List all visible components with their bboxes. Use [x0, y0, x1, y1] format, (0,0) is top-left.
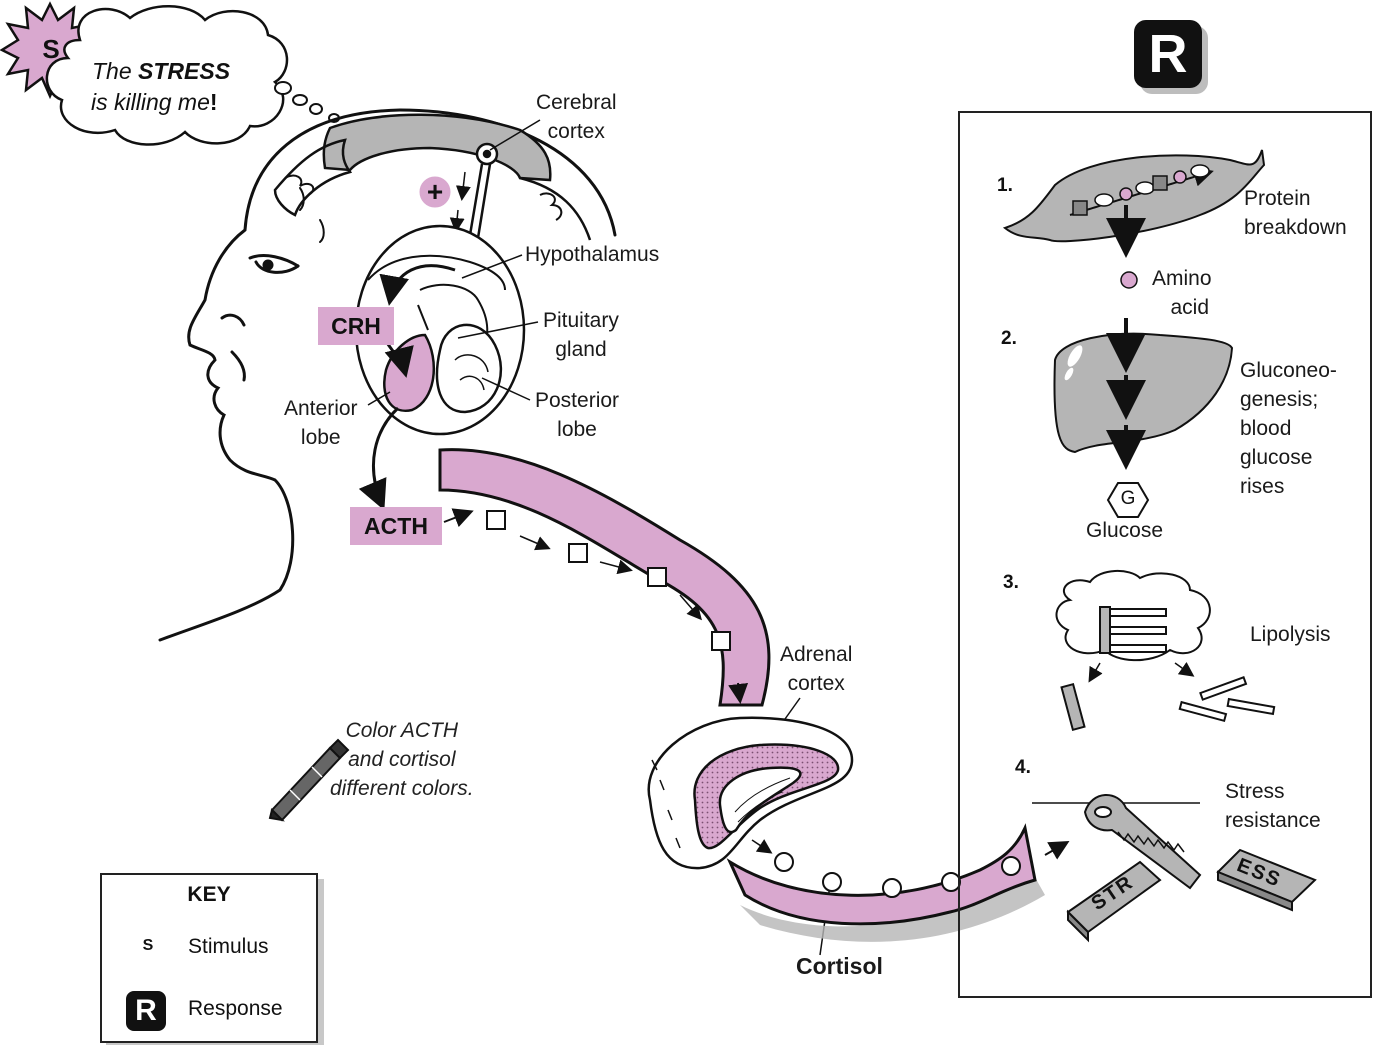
acth-flow-arrow: [600, 562, 630, 570]
acth-square-marker: [648, 568, 666, 586]
acth-square-marker: [712, 632, 730, 650]
step-1-number: 1.: [997, 175, 1013, 197]
cortisol-circle-marker: [883, 879, 901, 897]
thought-line2-pre: is killing me: [91, 89, 210, 115]
response-panel: [958, 111, 1372, 998]
key-stimulus-symbol: S: [138, 937, 158, 955]
stimulus-badge: S: [36, 34, 66, 65]
step-3-label: Lipolysis: [1250, 620, 1331, 649]
cortisol-circle-marker: [823, 873, 841, 891]
key-title: KEY: [102, 883, 316, 907]
step-2-number: 2.: [1001, 328, 1017, 350]
thought-line1-bold: STRESS: [138, 58, 230, 84]
thought-line2-bold: !: [210, 89, 218, 115]
key-response-symbol: R: [126, 991, 166, 1031]
label-crh: CRH: [318, 307, 394, 345]
thought-text: The STRESS is killing me!: [92, 56, 230, 118]
acth-square-marker: [569, 544, 587, 562]
cortisol-circle-marker: [775, 853, 793, 871]
acth-flow-arrow: [680, 595, 700, 618]
glucose-symbol: G: [1116, 488, 1140, 510]
acth-flow-arrow: [520, 536, 548, 548]
glucose-label: Glucose: [1086, 516, 1163, 545]
thought-line1-pre: The: [92, 58, 138, 84]
step-4-number: 4.: [1015, 757, 1031, 779]
key-response-label: Response: [188, 997, 283, 1021]
key-stimulus-label: Stimulus: [188, 935, 269, 959]
label-hypothalamus: Hypothalamus: [525, 240, 659, 269]
acth-square-marker: [487, 511, 505, 529]
step-3-number: 3.: [1003, 572, 1019, 594]
cortisol-flow-arrow: [752, 840, 770, 852]
label-cortisol: Cortisol: [796, 952, 883, 981]
label-acth: ACTH: [350, 507, 442, 545]
key-box: KEY S Stimulus R Response: [100, 873, 318, 1043]
response-badge: R: [1134, 20, 1202, 88]
plus-sign: +: [425, 176, 445, 208]
